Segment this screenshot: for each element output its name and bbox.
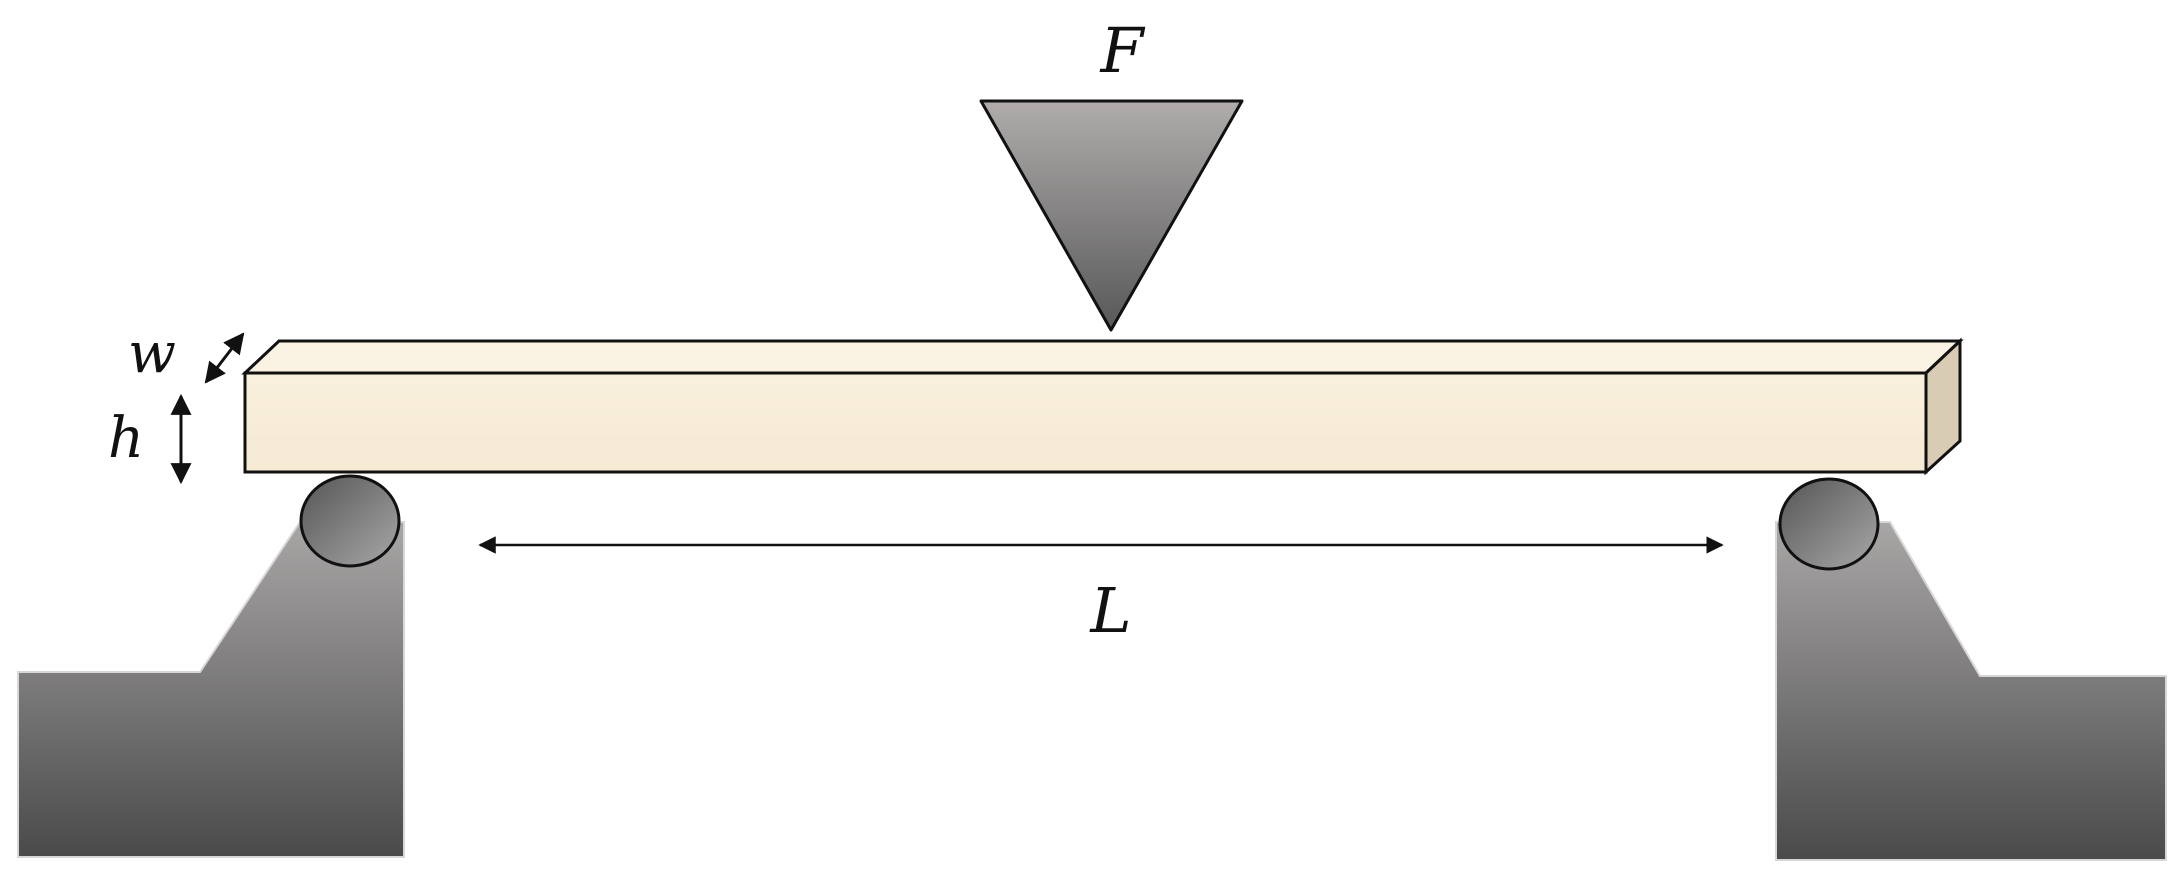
height-label: h (108, 406, 144, 471)
indenter (979, 99, 1244, 332)
left-support (17, 521, 405, 858)
force-label: F (1099, 14, 1145, 87)
beam-top-face (241, 339, 1964, 375)
beam-front-face (243, 371, 1928, 474)
width-dimension-arrow (204, 332, 245, 384)
span-label: L (1089, 574, 1131, 647)
left-roller (299, 474, 401, 568)
width-label: w (128, 321, 176, 386)
right-roller (1778, 477, 1880, 571)
right-support (1775, 521, 2167, 861)
